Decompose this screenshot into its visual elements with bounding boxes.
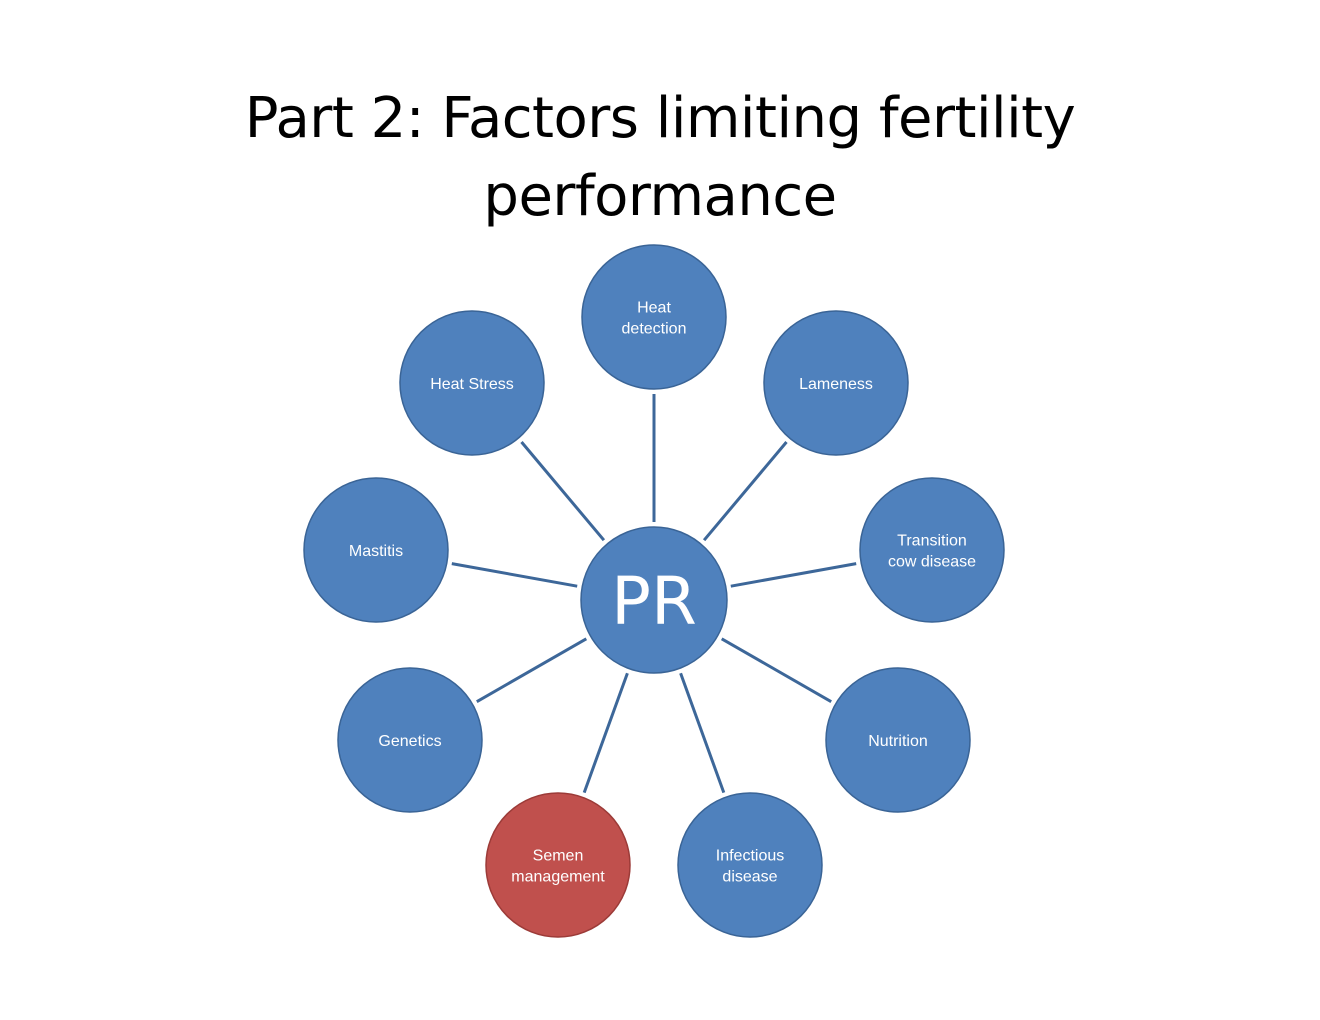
center-circle xyxy=(580,526,728,674)
node-label-genetics: Genetics xyxy=(378,733,441,750)
node-mastitis: Mastitis xyxy=(303,477,449,623)
node-nutrition: Nutrition xyxy=(825,667,971,813)
node-label-lameness: Lameness xyxy=(799,376,873,393)
node-circle-genetics xyxy=(337,667,483,813)
center-label: PR xyxy=(611,563,697,640)
node-label-transition-cow-disease-2: cow disease xyxy=(888,554,976,571)
node-lameness: Lameness xyxy=(763,310,909,456)
node-circle-heat-stress xyxy=(399,310,545,456)
node-label-semen-management-1: Semen xyxy=(533,848,584,865)
node-label-nutrition: Nutrition xyxy=(868,733,928,750)
node-circle-lameness xyxy=(763,310,909,456)
node-circle-nutrition xyxy=(825,667,971,813)
node-heat-stress: Heat Stress xyxy=(399,310,545,456)
connector-heat-stress xyxy=(520,441,606,542)
node-genetics: Genetics xyxy=(337,667,483,813)
center-node: PR xyxy=(580,526,728,674)
connector-lameness xyxy=(702,441,788,542)
node-label-semen-management-2: management xyxy=(511,869,605,886)
node-label-heat-detection-1: Heat xyxy=(637,300,671,317)
node-label-mastitis: Mastitis xyxy=(349,543,403,560)
connector-transition-cow-disease xyxy=(730,562,857,588)
node-label-infectious-disease-1: Infectious xyxy=(716,848,784,865)
node-circle-transition-cow-disease xyxy=(859,477,1005,623)
node-label-infectious-disease-2: disease xyxy=(722,869,777,886)
connector-nutrition xyxy=(720,637,832,704)
node-circle-mastitis xyxy=(303,477,449,623)
node-circle-heat-detection xyxy=(581,244,727,390)
node-circle-semen-management xyxy=(485,792,631,938)
slide-title: Part 2: Factors limiting fertility perfo… xyxy=(140,80,1180,236)
connector-genetics xyxy=(476,637,588,704)
node-heat-detection: Heat detection xyxy=(581,244,727,390)
node-label-heat-detection-2: detection xyxy=(622,321,687,338)
connector-infectious-disease xyxy=(679,672,726,794)
node-transition-cow-disease: Transition cow disease xyxy=(859,477,1005,623)
node-infectious-disease: Infectious disease xyxy=(677,792,823,938)
connector-semen-management xyxy=(582,672,629,794)
connector-mastitis xyxy=(451,562,578,588)
connector-group xyxy=(451,394,857,794)
node-circle-infectious-disease xyxy=(677,792,823,938)
node-label-transition-cow-disease-1: Transition xyxy=(897,533,967,550)
node-semen-management: Semen management xyxy=(485,792,631,938)
node-label-heat-stress: Heat Stress xyxy=(430,376,514,393)
slide-title-line-2: performance xyxy=(483,164,837,229)
slide-title-line-1: Part 2: Factors limiting fertility xyxy=(244,86,1076,151)
